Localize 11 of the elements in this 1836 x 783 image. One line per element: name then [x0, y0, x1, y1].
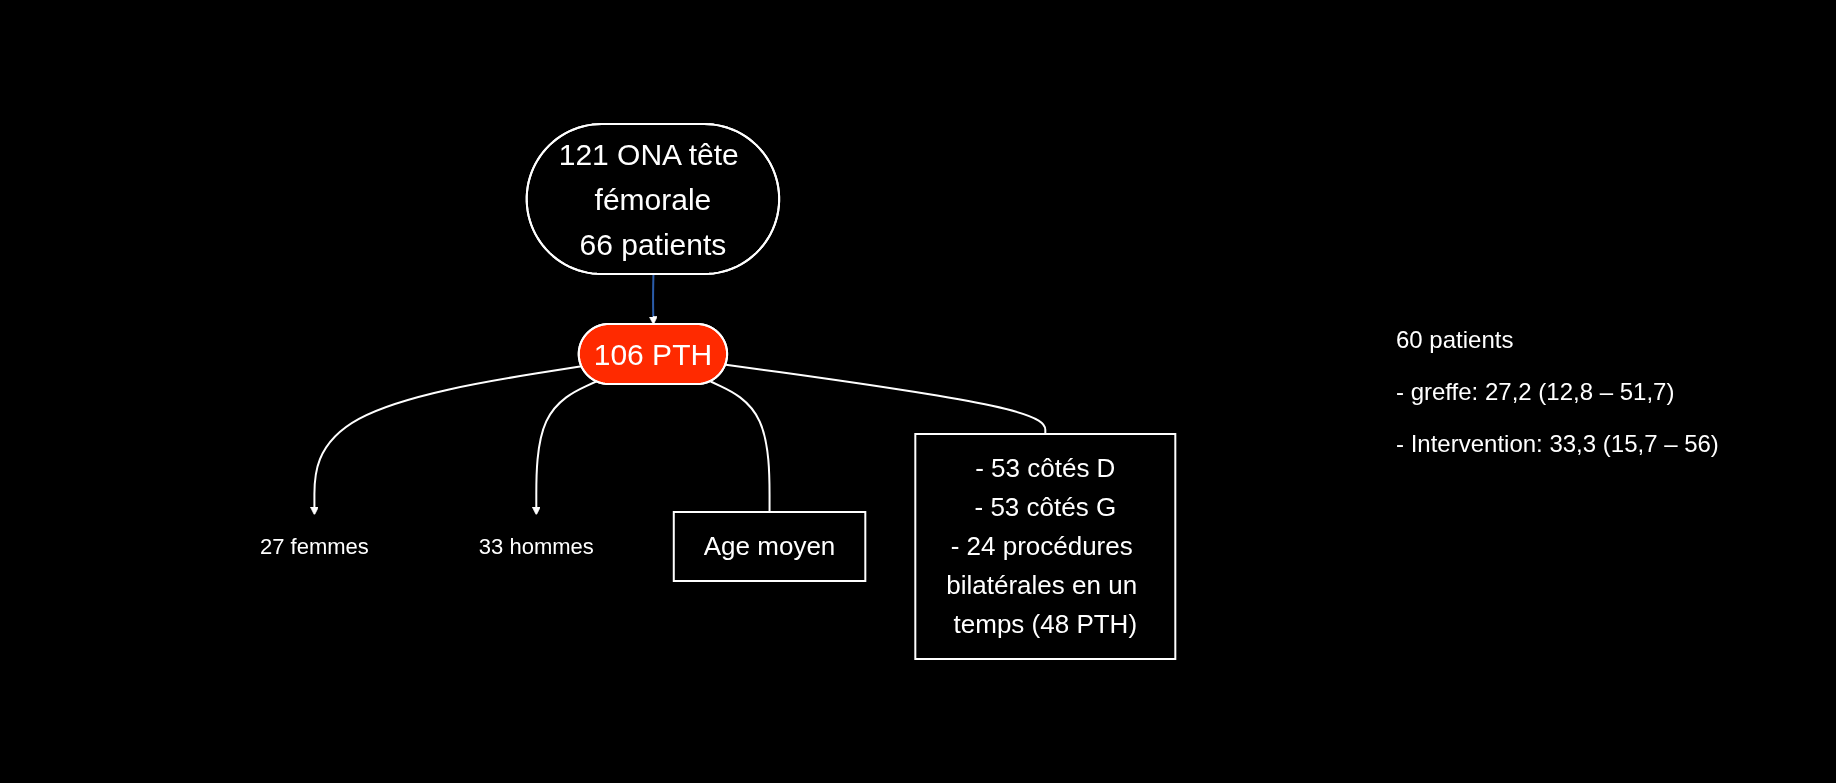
node-text: 33 hommes [479, 534, 595, 559]
node-text: 27 femmes [260, 534, 370, 559]
arrow [649, 273, 658, 325]
note-text: - greffe: 27,2 (12,8 – 51,7) [1396, 377, 1676, 406]
arrow [532, 380, 598, 516]
note-text: - Intervention: 33,3 (15,7 – 56) [1396, 429, 1720, 458]
node-box: Age moyen [673, 511, 867, 582]
connector [710, 380, 771, 513]
note-text: 60 patients [1396, 325, 1515, 354]
connector [725, 363, 1047, 435]
node-box: - 53 côtés D - 53 côtés G - 24 procédures bilatérales en un temps (48 PTH) [914, 433, 1177, 660]
